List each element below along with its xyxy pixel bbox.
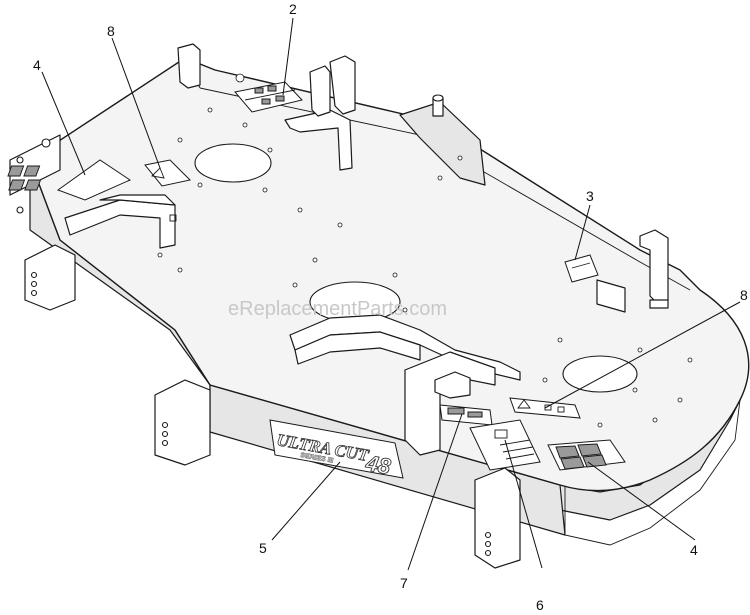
callout-4-right: 4 [690, 542, 698, 558]
mounting-holes [157, 73, 693, 428]
callout-2: 2 [289, 1, 297, 17]
decal-8-left [144, 159, 192, 187]
callout-8-right: 8 [740, 287, 748, 303]
callout-5: 5 [259, 540, 267, 556]
leader-lines [41, 17, 741, 571]
callout-6: 6 [536, 597, 544, 613]
left-front-pivot-arm [24, 244, 76, 311]
callout-3: 3 [586, 188, 594, 204]
deck-top-surface [29, 57, 750, 492]
blade-opening-right [562, 355, 638, 393]
front-right-pivot-arm [474, 467, 521, 569]
front-center-pivot-arm [154, 379, 211, 466]
rear-post-left [177, 43, 201, 89]
watermark-text: eReplacementParts.com [228, 298, 447, 320]
decal-4-right [547, 439, 626, 471]
callout-labels: 2 8 4 3 8 4 5 7 6 [33, 1, 748, 613]
callout-7: 7 [400, 575, 408, 591]
callout-4-left: 4 [33, 57, 41, 73]
rear-bracket-center [284, 109, 353, 171]
callout-8-left: 8 [107, 23, 115, 39]
decal-2 [234, 81, 303, 113]
decal-7 [439, 404, 493, 426]
rear-post-right-a [329, 55, 356, 115]
blade-opening-left [194, 143, 272, 183]
rear-post-mid [309, 65, 331, 117]
decal-3 [564, 254, 599, 283]
baffle-riser [294, 331, 421, 365]
decal-4-left [7, 159, 132, 201]
brand-size: 48 [363, 450, 393, 479]
